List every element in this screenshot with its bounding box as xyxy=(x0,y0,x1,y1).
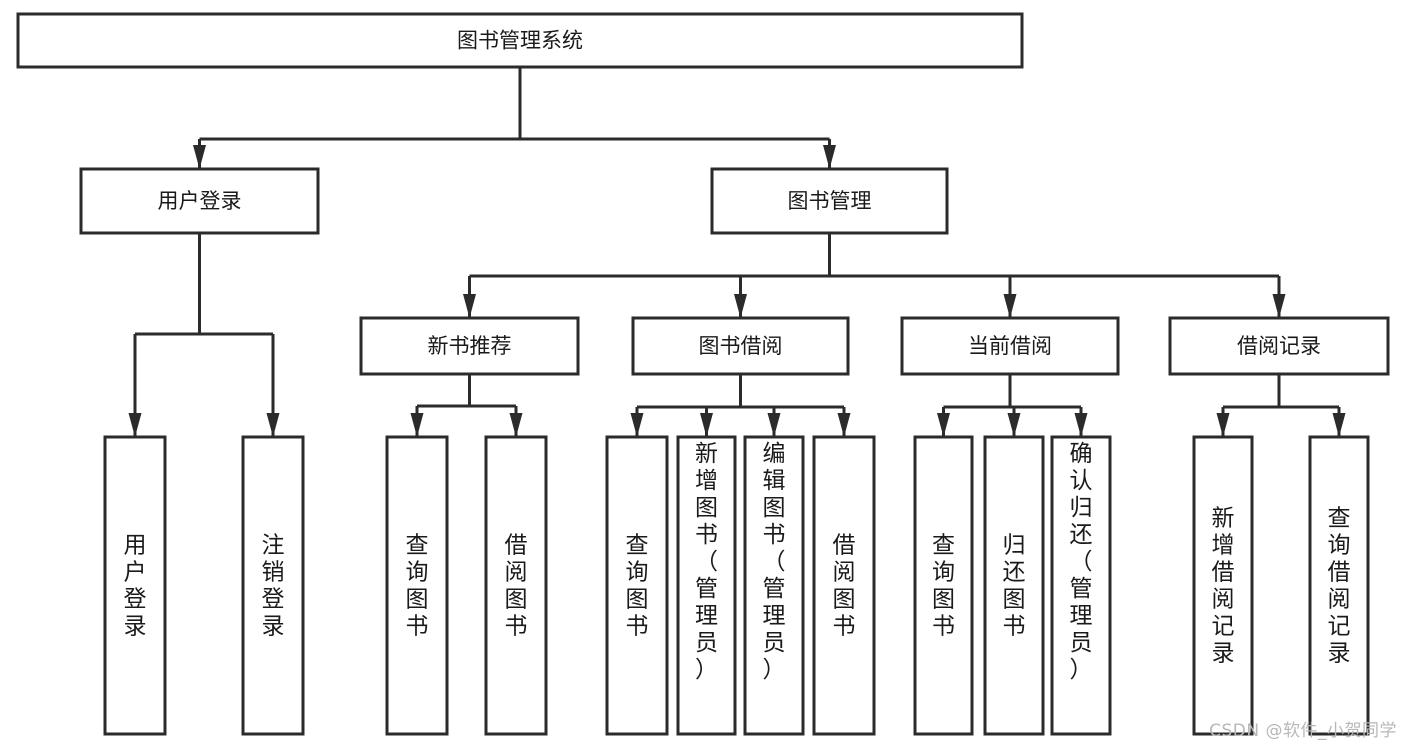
node-box-leaf-confirm-return xyxy=(1050,435,1112,736)
node-box-leaf-edit-book xyxy=(743,435,805,736)
arrow-head-icon xyxy=(630,413,644,437)
arrow-head-icon xyxy=(734,294,747,318)
node-box-leaf-borrow-book xyxy=(812,435,876,736)
arrow-head-icon xyxy=(937,413,950,437)
node-label-user-login: 用户登录 xyxy=(158,189,242,213)
connector-current-to-leaves xyxy=(937,374,1088,437)
arrow-head-icon xyxy=(410,413,424,437)
node-box-leaf-return-book xyxy=(983,435,1045,736)
node-borrow-record[interactable]: 借阅记录 xyxy=(1168,316,1390,376)
node-label-leaf-borrow-book: 借阅图书 xyxy=(833,533,856,640)
node-root[interactable]: 图书管理系统 xyxy=(16,12,1024,69)
node-leaf-confirm-return[interactable]: 确认归还（管理员） xyxy=(1050,435,1112,736)
node-box-leaf-query-book-borrow xyxy=(605,435,669,736)
node-label-leaf-query-borrow-record: 查询借阅记录 xyxy=(1328,506,1351,667)
node-label-leaf-logout: 注销登录 xyxy=(262,533,285,640)
node-box-leaf-logout xyxy=(241,435,305,736)
node-box-leaf-add-borrow-record xyxy=(1192,435,1254,736)
node-new-book-recommend[interactable]: 新书推荐 xyxy=(359,316,580,376)
node-label-new-book-recommend: 新书推荐 xyxy=(428,334,512,358)
node-box-new-book-recommend xyxy=(359,316,580,376)
node-label-book-management: 图书管理 xyxy=(788,189,872,213)
connector-root-to-level2 xyxy=(193,67,836,169)
node-box-root xyxy=(16,12,1024,69)
node-label-leaf-query-book-recommend: 查询图书 xyxy=(406,533,429,640)
node-box-book-borrow xyxy=(631,316,850,376)
node-box-borrow-record xyxy=(1168,316,1390,376)
arrow-head-icon xyxy=(128,413,142,437)
node-leaf-add-borrow-record[interactable]: 新增借阅记录 xyxy=(1192,435,1254,736)
node-leaf-query-borrow-record[interactable]: 查询借阅记录 xyxy=(1308,435,1370,736)
node-label-leaf-borrow-book-recommend: 借阅图书 xyxy=(505,533,528,640)
arrow-head-icon xyxy=(1272,294,1286,318)
arrow-head-icon xyxy=(193,145,206,169)
node-label-leaf-add-borrow-record: 新增借阅记录 xyxy=(1212,506,1235,667)
watermark-label: CSDN @软件_小贺同学 xyxy=(1209,721,1397,741)
node-box-user-login xyxy=(79,167,320,235)
arrow-head-icon xyxy=(1007,413,1021,437)
node-label-book-borrow: 图书借阅 xyxy=(699,334,783,358)
node-box-book-management xyxy=(710,167,949,235)
arrow-head-icon xyxy=(823,145,836,169)
node-box-leaf-query-book-current xyxy=(913,435,974,736)
connector-recommend-to-leaves xyxy=(410,374,523,437)
node-layer: 图书管理系统用户登录图书管理新书推荐图书借阅当前借阅借阅记录用户登录注销登录查询… xyxy=(16,12,1390,736)
node-book-borrow[interactable]: 图书借阅 xyxy=(631,316,850,376)
node-leaf-borrow-book[interactable]: 借阅图书 xyxy=(812,435,876,736)
node-leaf-logout[interactable]: 注销登录 xyxy=(241,435,305,736)
node-box-leaf-query-book-recommend xyxy=(385,435,449,736)
node-label-current-borrow: 当前借阅 xyxy=(968,334,1052,358)
connector-userlogin-to-leaves xyxy=(128,233,280,437)
arrow-head-icon xyxy=(1074,413,1088,437)
node-leaf-query-book-borrow[interactable]: 查询图书 xyxy=(605,435,669,736)
node-label-leaf-add-book: 新增图书（管理员） xyxy=(695,441,718,683)
arrow-head-icon xyxy=(700,413,713,437)
node-label-leaf-return-book: 归还图书 xyxy=(1003,533,1026,640)
node-current-borrow[interactable]: 当前借阅 xyxy=(900,316,1120,376)
arrow-head-icon xyxy=(509,413,523,437)
arrow-head-icon xyxy=(1003,294,1017,318)
node-label-leaf-confirm-return: 确认归还（管理员） xyxy=(1070,441,1093,683)
node-leaf-query-book-current[interactable]: 查询图书 xyxy=(913,435,974,736)
arrow-head-icon xyxy=(1216,413,1230,437)
node-leaf-user-login[interactable]: 用户登录 xyxy=(103,435,167,736)
node-user-login[interactable]: 用户登录 xyxy=(79,167,320,235)
node-leaf-add-book[interactable]: 新增图书（管理员） xyxy=(676,435,737,736)
node-box-leaf-user-login xyxy=(103,435,167,736)
node-label-leaf-query-book-current: 查询图书 xyxy=(932,533,955,640)
node-box-leaf-borrow-book-recommend xyxy=(484,435,548,736)
arrow-head-icon xyxy=(767,413,781,437)
arrow-head-icon xyxy=(1332,413,1346,437)
connector-bookmgmt-to-level3 xyxy=(463,233,1286,318)
arrow-head-icon xyxy=(837,413,851,437)
connector-record-to-leaves xyxy=(1216,374,1346,437)
node-book-management[interactable]: 图书管理 xyxy=(710,167,949,235)
node-label-leaf-query-book-borrow: 查询图书 xyxy=(626,533,649,640)
node-leaf-edit-book[interactable]: 编辑图书（管理员） xyxy=(743,435,805,736)
node-box-leaf-query-borrow-record xyxy=(1308,435,1370,736)
node-box-current-borrow xyxy=(900,316,1120,376)
node-label-root: 图书管理系统 xyxy=(457,29,583,53)
arrow-head-icon xyxy=(266,413,280,437)
connector-borrow-to-leaves xyxy=(630,374,851,437)
node-leaf-return-book[interactable]: 归还图书 xyxy=(983,435,1045,736)
node-leaf-query-book-recommend[interactable]: 查询图书 xyxy=(385,435,449,736)
node-box-leaf-add-book xyxy=(676,435,737,736)
arrow-head-icon xyxy=(463,294,476,318)
node-leaf-borrow-book-recommend[interactable]: 借阅图书 xyxy=(484,435,548,736)
node-label-leaf-user-login: 用户登录 xyxy=(124,533,147,640)
connector-layer xyxy=(128,67,1346,437)
node-label-borrow-record: 借阅记录 xyxy=(1237,334,1321,358)
node-label-leaf-edit-book: 编辑图书（管理员） xyxy=(763,441,786,683)
